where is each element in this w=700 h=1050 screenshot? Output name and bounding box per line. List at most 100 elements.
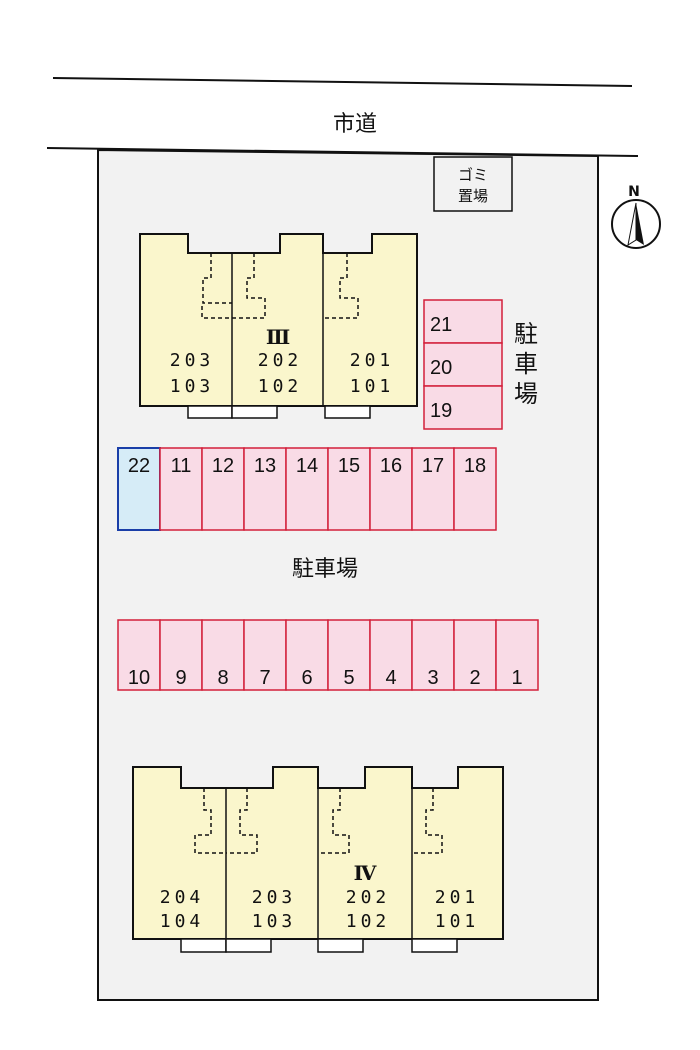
parking-space-box: [369, 447, 413, 531]
unit-label: 102: [346, 911, 391, 932]
parking-side: 21 20 19: [423, 299, 503, 430]
unit-label: 203: [170, 350, 215, 371]
parking-space: 21: [423, 299, 503, 344]
parking-space-number: 7: [259, 667, 270, 689]
parking-space: 2: [453, 619, 497, 691]
parking-space: 1: [495, 619, 539, 691]
building-3: Ⅲ 203 103 202 102 201 101: [139, 233, 418, 419]
parking-space-number: 4: [385, 667, 396, 689]
building-4: Ⅳ 204 104 203 103 202 102 201 101: [132, 766, 504, 953]
parking-space: 11: [159, 447, 203, 531]
parking-center-label: 駐車場: [292, 557, 358, 582]
parking-space-number: 6: [301, 667, 312, 689]
parking-space-box: [453, 447, 497, 531]
garbage-label-1: ゴミ: [458, 166, 488, 184]
building-3-name: Ⅲ: [266, 325, 290, 349]
garbage-area: ゴミ 置場: [433, 156, 513, 212]
parking-space: 5: [327, 619, 371, 691]
parking-space-box: [327, 447, 371, 531]
balconies: [180, 938, 458, 953]
parking-space: 7: [243, 619, 287, 691]
unit-label: 101: [350, 376, 395, 397]
parking-space-number: 14: [296, 455, 318, 477]
parking-space-number: 20: [430, 357, 452, 379]
parking-space-box: [285, 619, 329, 691]
parking-space-box: [117, 447, 161, 531]
parking-space-box: [327, 619, 371, 691]
parking-space-number: 16: [380, 455, 402, 477]
unit-label: 101: [435, 911, 480, 932]
parking-space: 10: [117, 619, 161, 691]
parking-space: 18: [453, 447, 497, 531]
stairs-outline: [194, 788, 443, 854]
unit-label: 201: [435, 887, 480, 908]
parking-space: 17: [411, 447, 455, 531]
parking-side-label: 駐: [514, 320, 538, 348]
unit-label: 203: [252, 887, 297, 908]
unit-label: 102: [258, 376, 303, 397]
parking-space: 8: [201, 619, 245, 691]
parking-space-box: [423, 342, 503, 387]
parking-space-number: 17: [422, 455, 444, 477]
parking-space-number: 21: [430, 314, 452, 336]
parking-space: 16: [369, 447, 413, 531]
parking-space: 20: [423, 342, 503, 387]
unit-label: 204: [160, 887, 205, 908]
building-4-name: Ⅳ: [354, 861, 377, 885]
parking-space: 12: [201, 447, 245, 531]
parking-space-box: [495, 619, 539, 691]
parking-space-number: 8: [217, 667, 228, 689]
parking-space-number: 12: [212, 455, 234, 477]
compass-label: N: [628, 184, 640, 200]
unit-label: 103: [252, 911, 297, 932]
parking-space-box: [369, 619, 413, 691]
parking-space: 4: [369, 619, 413, 691]
parking-space-box: [423, 385, 503, 430]
parking-space: 22: [117, 447, 161, 531]
unit-label: 202: [346, 887, 391, 908]
parking-space-number: 15: [338, 455, 360, 477]
parking-space-box: [453, 619, 497, 691]
parking-space-number: 19: [430, 400, 452, 422]
parking-space-number: 1: [511, 667, 522, 689]
parking-space-number: 5: [343, 667, 354, 689]
unit-label: 104: [160, 911, 205, 932]
parking-space-number: 9: [175, 667, 186, 689]
parking-space-box: [243, 447, 287, 531]
parking-space-box: [201, 619, 245, 691]
parking-space: 14: [285, 447, 329, 531]
north-compass-icon: N: [611, 184, 661, 249]
parking-space-number: 10: [128, 667, 150, 689]
parking-space: 15: [327, 447, 371, 531]
road-edge-top: [52, 77, 633, 87]
balconies: [187, 405, 371, 419]
parking-space-number: 18: [464, 455, 486, 477]
parking-space-number: 11: [171, 455, 192, 477]
parking-row-upper: 22 11 12 13 14 15 16 17 18: [117, 447, 497, 531]
parking-space: 19: [423, 385, 503, 430]
parking-space-number: 2: [469, 667, 480, 689]
parking-space-box: [411, 619, 455, 691]
stairs-outline: [201, 253, 359, 319]
unit-label: 103: [170, 376, 215, 397]
garbage-label-2: 置場: [458, 187, 488, 205]
road-label: 市道: [333, 112, 377, 137]
parking-space: 13: [243, 447, 287, 531]
parking-side-label: 場: [514, 380, 538, 408]
parking-space-box: [423, 299, 503, 344]
parking-space: 9: [159, 619, 203, 691]
parking-space: 3: [411, 619, 455, 691]
parking-space-number: 13: [254, 455, 276, 477]
parking-space-box: [117, 619, 161, 691]
parking-space-box: [285, 447, 329, 531]
parking-space-number: 22: [128, 455, 150, 477]
parking-side-label: 車: [514, 350, 538, 378]
parking-row-lower: 10 9 8 7 6 5 4 3 2 1: [117, 619, 539, 691]
parking-space-box: [201, 447, 245, 531]
parking-space-box: [159, 619, 203, 691]
unit-label: 201: [350, 350, 395, 371]
parking-space-number: 3: [427, 667, 438, 689]
parking-space: 6: [285, 619, 329, 691]
parking-space-box: [411, 447, 455, 531]
